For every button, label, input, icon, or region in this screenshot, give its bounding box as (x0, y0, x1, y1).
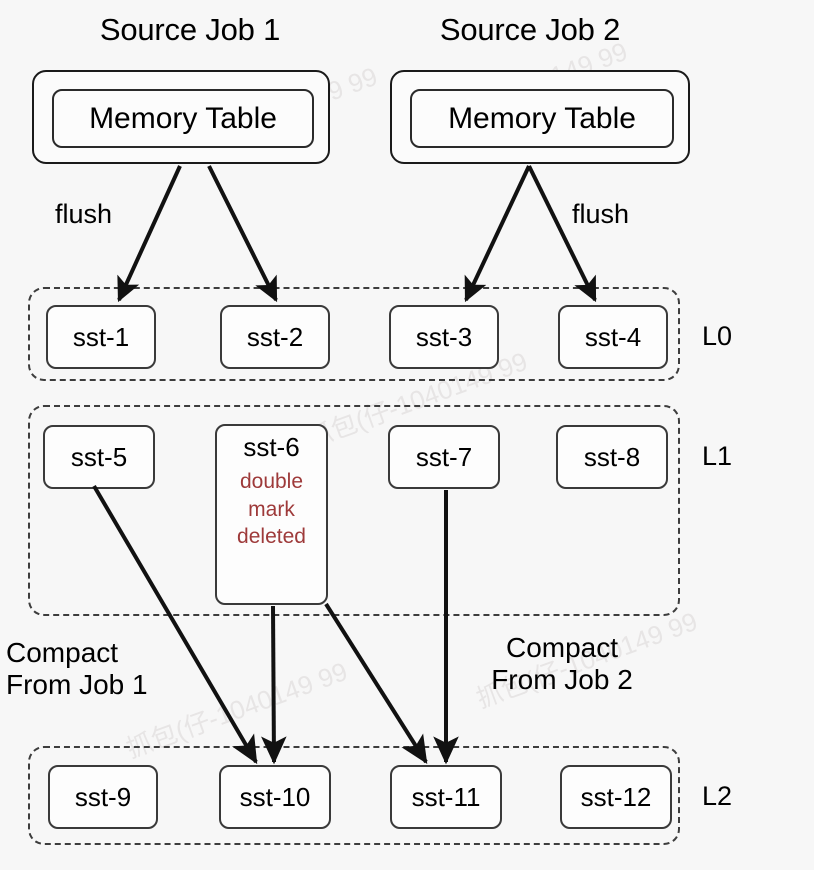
sst-file-sst-12[interactable]: sst-12 (560, 765, 672, 829)
sst-file-sst-5[interactable]: sst-5 (43, 425, 155, 489)
sst-6-note-line-3: deleted (237, 525, 306, 549)
sst-file-sst-7[interactable]: sst-7 (388, 425, 500, 489)
job2-memory-table[interactable]: Memory Table (410, 89, 674, 148)
sst-file-sst-1[interactable]: sst-1 (46, 305, 156, 369)
level-label-L0: L0 (702, 321, 733, 351)
sst-6-label: sst-6 (243, 432, 300, 462)
edge-job2-to-sst-3 (464, 165, 531, 303)
level-L0-container (28, 287, 680, 381)
sst-file-sst-8[interactable]: sst-8 (556, 425, 668, 489)
sst-6-note-line-2: mark (248, 497, 295, 521)
compact-job2-line2: From Job 2 (491, 664, 633, 696)
edge-job2-to-sst-4 (527, 165, 597, 303)
sst-file-sst-2[interactable]: sst-2 (220, 305, 330, 369)
source-job-2-box[interactable]: Memory Table (390, 70, 690, 164)
sst-file-sst-11[interactable]: sst-11 (390, 765, 502, 829)
level-label-L1: L1 (702, 441, 733, 471)
sst-file-sst-9[interactable]: sst-9 (48, 765, 158, 829)
sst-6-note: double mark deleted (237, 468, 306, 551)
flush-label-job1: flush (55, 199, 113, 229)
flush-label-job2: flush (572, 199, 630, 229)
sst-file-sst-6[interactable]: sst-6 double mark deleted (215, 424, 328, 605)
compact-from-job-1-caption: Compact From Job 1 (6, 637, 148, 702)
compact-from-job-2-caption: Compact From Job 2 (462, 632, 662, 697)
edge-job1-to-sst-2 (207, 165, 278, 303)
compact-job2-line1: Compact (505, 632, 619, 663)
sst-file-sst-4[interactable]: sst-4 (558, 305, 668, 369)
level-label-L2: L2 (702, 781, 733, 811)
sst-file-sst-3[interactable]: sst-3 (389, 305, 499, 369)
source-job-2-title: Source Job 2 (439, 12, 621, 47)
sst-6-note-line-1: double (239, 469, 304, 493)
job1-memory-table[interactable]: Memory Table (52, 89, 314, 148)
source-job-1-title: Source Job 1 (99, 12, 281, 47)
edge-job1-to-sst-1 (117, 165, 182, 303)
compact-job1-line1: Compact (6, 637, 119, 668)
compact-job1-line2: From Job 1 (6, 669, 148, 701)
source-job-1-box[interactable]: Memory Table (32, 70, 330, 164)
sst-file-sst-10[interactable]: sst-10 (219, 765, 331, 829)
